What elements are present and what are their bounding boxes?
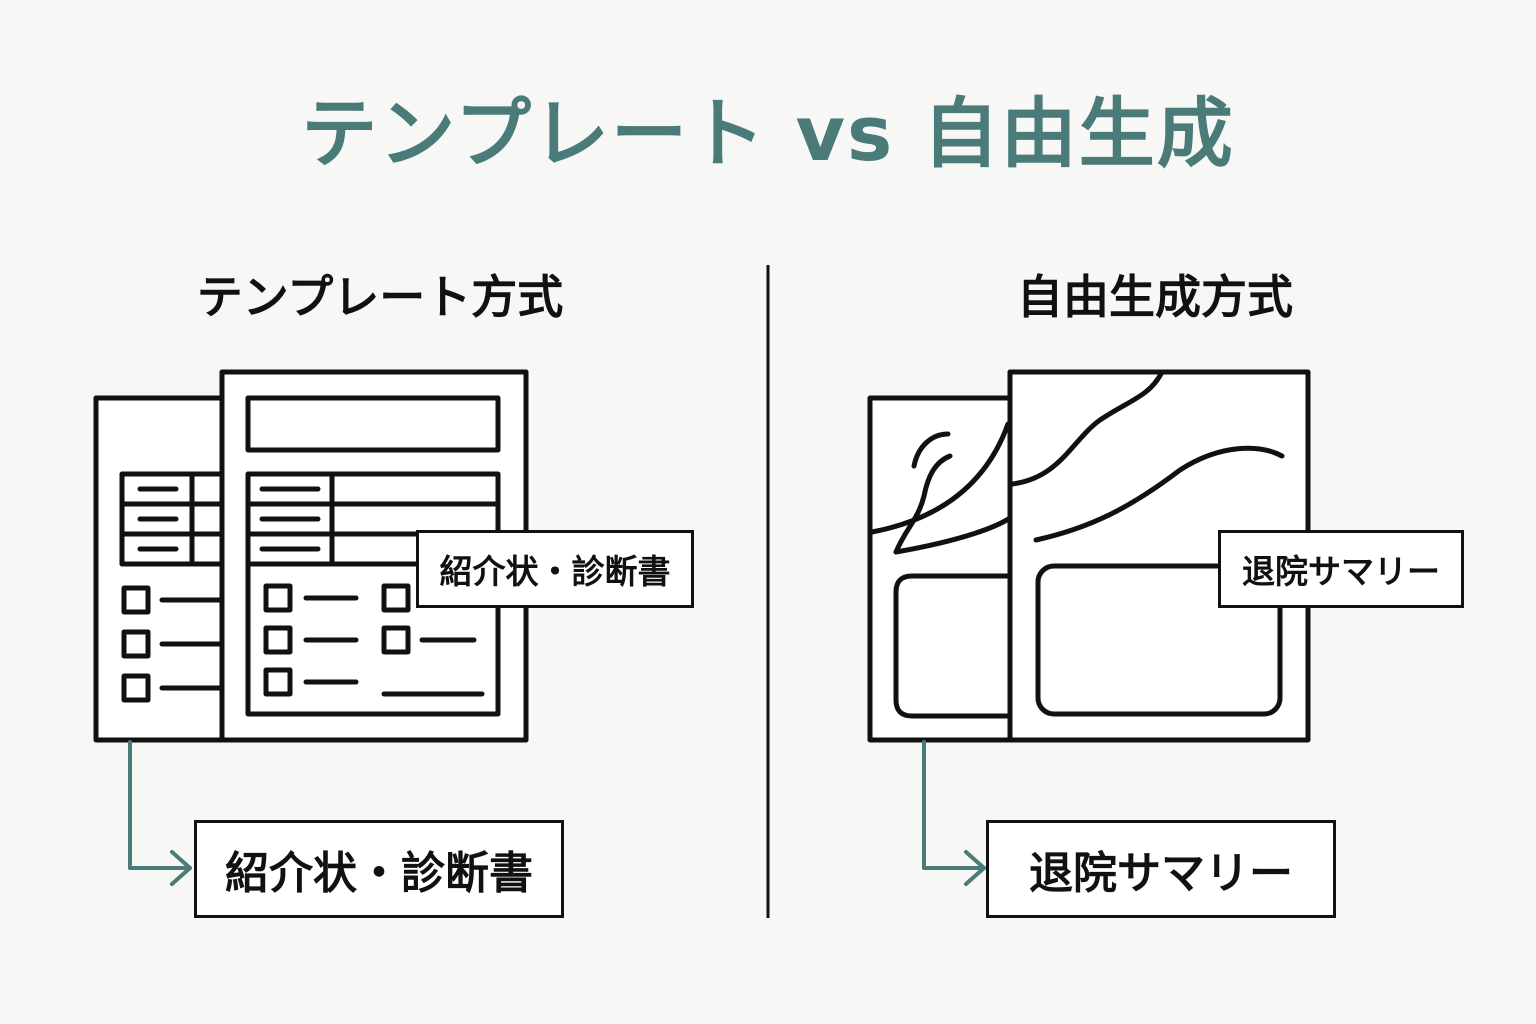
template-method-heading: テンプレート方式 xyxy=(196,270,564,324)
free-generation-heading: 自由生成方式 xyxy=(1017,270,1293,324)
free-back-curve-1 xyxy=(869,421,1011,535)
free-front-curve-2 xyxy=(1033,445,1285,543)
free-back-panel xyxy=(893,573,1011,719)
free-back-page xyxy=(867,395,1029,743)
free-back-curve-4 xyxy=(893,453,953,555)
template-front-checkboxes xyxy=(263,583,485,697)
free-front-curve-1 xyxy=(1009,369,1165,487)
free-document-label: 退院サマリー xyxy=(1218,530,1464,608)
free-output-box: 退院サマリー xyxy=(986,820,1336,918)
free-front-panel xyxy=(1035,563,1283,717)
page-title: テンプレート vs 自由生成 xyxy=(301,89,1235,178)
template-output-arrow xyxy=(128,740,192,886)
free-back-curve-2 xyxy=(911,431,951,469)
free-output-arrow xyxy=(922,740,986,886)
template-header-field xyxy=(245,395,501,453)
template-document-icon xyxy=(93,369,529,743)
template-output-box: 紹介状・診断書 xyxy=(194,820,564,918)
free-back-curve-3 xyxy=(893,515,1013,555)
template-document-label: 紹介状・診断書 xyxy=(416,530,694,608)
